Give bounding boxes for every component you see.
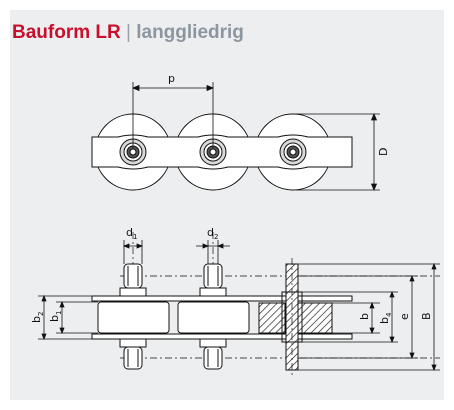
label-d2: d2 — [207, 226, 218, 241]
label-B: B — [420, 312, 433, 320]
dimension-D — [296, 112, 380, 192]
pin-joint — [119, 138, 147, 166]
pin-side-2 — [199, 263, 227, 370]
dimension-b2-b1 — [38, 294, 98, 341]
pin-side-1 — [119, 263, 147, 370]
label-e: e — [398, 313, 411, 320]
label-D: D — [377, 148, 390, 156]
label-b1: b1 — [48, 311, 63, 322]
title-separator: | — [126, 22, 131, 43]
dimension-d2 — [196, 240, 230, 264]
title-subtitle: langgliedrig — [136, 22, 244, 43]
dimension-right — [298, 262, 440, 372]
page-title: Bauform LR | langgliedrig — [12, 22, 244, 44]
label-p: p — [168, 72, 175, 85]
side-rollers — [97, 301, 250, 334]
label-b2: b2 — [30, 312, 45, 323]
section-view — [258, 258, 333, 376]
chain-top-view — [91, 113, 353, 191]
dimension-d1 — [122, 240, 144, 264]
label-b4: b4 — [378, 312, 393, 324]
title-main: Bauform LR — [12, 22, 121, 43]
pin-joint — [279, 138, 307, 166]
label-d1: d1 — [126, 226, 137, 241]
label-b: b — [358, 313, 371, 320]
dimension-p — [131, 82, 215, 148]
